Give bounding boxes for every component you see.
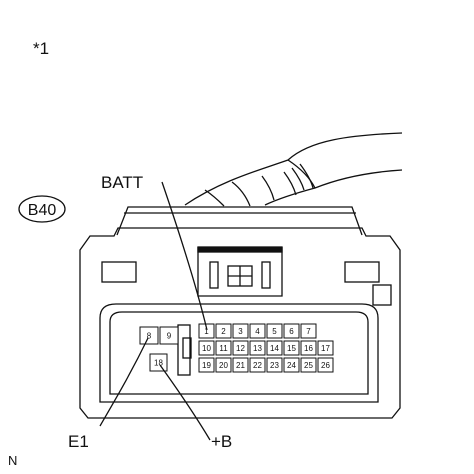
pin-cell-14: 14	[266, 340, 283, 356]
pin-number: 16	[304, 344, 313, 353]
pin-number: 22	[253, 361, 262, 370]
pin-group-left-bottom: 18	[149, 353, 168, 372]
pin-group-row-1: 1 2 3 4 5 6 7	[198, 323, 317, 339]
pin-number: 8	[147, 332, 152, 341]
pin-number: 25	[304, 361, 313, 370]
pin-number: 12	[236, 344, 245, 353]
pin-number: 26	[321, 361, 330, 370]
pin-number: 18	[154, 359, 163, 368]
pin-box	[215, 340, 232, 356]
leader-batt	[161, 181, 208, 331]
pin-box	[249, 323, 266, 339]
pin-box	[139, 326, 159, 345]
pin-box	[266, 323, 283, 339]
pin-cell-5: 5	[266, 323, 283, 339]
pin-number: 4	[255, 327, 260, 336]
pin-number: 10	[202, 344, 211, 353]
connector-housing	[79, 206, 401, 419]
pin-box	[300, 340, 317, 356]
pin-cell-4: 4	[249, 323, 266, 339]
pin-cell-23: 23	[266, 357, 283, 373]
pin-box	[215, 357, 232, 373]
pin-number: 15	[287, 344, 296, 353]
note-mark: *1	[33, 39, 49, 58]
pin-cell-6: 6	[283, 323, 300, 339]
pin-number: 24	[287, 361, 296, 370]
pin-box	[283, 357, 300, 373]
label-batt: BATT	[101, 173, 143, 192]
pin-group-row-2: 10 11 12 13 14 15 16 17	[198, 340, 334, 356]
pin-cell-20: 20	[215, 357, 232, 373]
pin-cell-17: 17	[317, 340, 334, 356]
pin-number: 3	[238, 327, 243, 336]
leader-e1	[99, 337, 149, 427]
pin-cell-24: 24	[283, 357, 300, 373]
pin-number: 9	[167, 332, 172, 341]
pin-box	[300, 357, 317, 373]
pin-number: 7	[306, 327, 311, 336]
pin-cell-13: 13	[249, 340, 266, 356]
pin-group-row-3: 19 20 21 22 23 24 25 26	[198, 357, 334, 373]
pin-number: 19	[202, 361, 211, 370]
pin-box	[159, 326, 179, 345]
pin-number: 17	[321, 344, 330, 353]
pin-cell-21: 21	[232, 357, 249, 373]
pin-box	[266, 357, 283, 373]
pin-cell-10: 10	[198, 340, 215, 356]
pin-box	[283, 340, 300, 356]
pin-box	[283, 323, 300, 339]
pin-box	[249, 340, 266, 356]
pin-cell-26: 26	[317, 357, 334, 373]
pin-cell-18: 18	[149, 353, 168, 372]
pin-number: 11	[219, 344, 228, 353]
connector-code-bubble	[18, 195, 66, 223]
pin-cell-9: 9	[159, 326, 179, 345]
pin-number: 6	[289, 327, 294, 336]
leader-plus-b	[159, 364, 211, 441]
pin-box	[198, 323, 215, 339]
connector-code: B40	[28, 202, 57, 219]
pin-number: 21	[236, 361, 245, 370]
pin-cell-25: 25	[300, 357, 317, 373]
pin-box	[232, 340, 249, 356]
pin-box	[149, 353, 168, 372]
pin-box	[249, 357, 266, 373]
pin-number: 14	[270, 344, 279, 353]
pin-cell-11: 11	[215, 340, 232, 356]
pin-box	[232, 357, 249, 373]
pin-number: 5	[272, 327, 277, 336]
wire-harness	[184, 132, 403, 207]
pin-box	[198, 340, 215, 356]
pin-number: 1	[204, 327, 209, 336]
pin-box	[317, 340, 334, 356]
pin-cell-16: 16	[300, 340, 317, 356]
pin-box	[232, 323, 249, 339]
pin-cell-7: 7	[300, 323, 317, 339]
pin-box	[317, 357, 334, 373]
pin-cell-15: 15	[283, 340, 300, 356]
pin-box	[266, 340, 283, 356]
pin-cell-22: 22	[249, 357, 266, 373]
pin-number: 13	[253, 344, 262, 353]
pin-number: 20	[219, 361, 228, 370]
pin-box	[300, 323, 317, 339]
pin-cell-12: 12	[232, 340, 249, 356]
pin-number: 23	[270, 361, 279, 370]
leader-lines	[99, 181, 211, 441]
pin-box	[215, 323, 232, 339]
label-plus-b: +B	[211, 432, 232, 451]
corner-mark: N	[8, 453, 17, 468]
pin-cell-3: 3	[232, 323, 249, 339]
label-e1: E1	[68, 432, 89, 451]
pin-cell-2: 2	[215, 323, 232, 339]
pin-cell-8: 8	[139, 326, 159, 345]
pin-cell-1: 1	[198, 323, 215, 339]
pin-cell-19: 19	[198, 357, 215, 373]
pin-box	[198, 357, 215, 373]
pin-number: 2	[221, 327, 226, 336]
